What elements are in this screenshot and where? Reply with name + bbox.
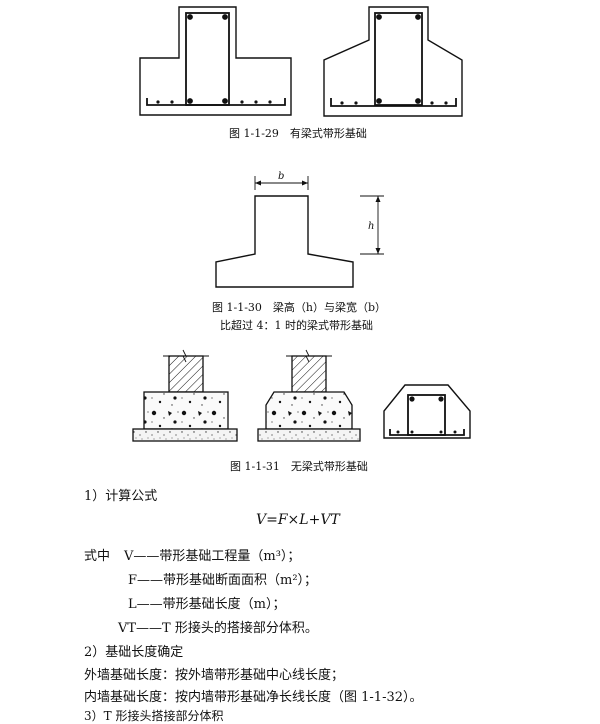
fig29-caption: 图 1-1-29 有梁式带形基础 (229, 127, 367, 140)
definition-v: V——带形基础工程量（m³）； (124, 549, 301, 564)
fig30-label-h: h (368, 221, 374, 232)
fig30-dim-b-arrows (255, 180, 308, 186)
fig30-label-b: b (278, 171, 284, 182)
fig29-right-rebar-bot-l (376, 98, 382, 104)
fig31-right-dist-bars (396, 430, 457, 434)
fig29-left-rebar-bot-l (187, 98, 193, 104)
section-1-heading: 1）计算公式 (84, 489, 158, 504)
fig29-right-rebar-top-r (415, 14, 421, 20)
fig31-left-drawing (132, 349, 238, 442)
fig31-right-outline (383, 384, 471, 439)
fig31-left-bedding (132, 428, 238, 442)
fig31-right-rebar-tr (438, 396, 444, 402)
fig30-caption-line2: 比超过 4：1 时的梁式带形基础 (220, 319, 373, 332)
fig29-right-drawing (323, 6, 463, 117)
fig29-right-bottom-bar (330, 98, 457, 107)
fig30-caption-line1: 图 1-1-30 梁高（h）与梁宽（b） (212, 301, 387, 314)
fig31-right-drawing (383, 384, 471, 439)
fig29-right-outline (323, 6, 463, 117)
figures-canvas: b h (132, 6, 471, 442)
fig29-left-rebar-top-l (187, 14, 193, 20)
inner-wall-length: 内墙基础长度：按内墙带形基础净长线长度（图 1-1-32）。 (84, 690, 423, 705)
where-prefix: 式中 (84, 549, 111, 564)
outer-wall-length: 外墙基础长度：按外墙带形基础中心线长度； (84, 668, 345, 683)
fig31-mid-drawing (257, 349, 361, 442)
fig31-mid-footing (265, 391, 353, 430)
fig29-right-dist-bars (340, 101, 448, 105)
fig30-dim-h-arrows (375, 196, 381, 254)
fig30-outline (215, 195, 354, 288)
section-2-heading: 2）基础长度确定 (84, 645, 184, 660)
fig29-left-drawing (139, 6, 292, 116)
fig31-mid-break-mark (305, 349, 310, 363)
fig29-right-beam-stirrup (374, 12, 423, 106)
formula: V=F×L+VT (256, 512, 340, 528)
fig29-left-outline (139, 6, 292, 116)
fig29-right-rebar-bot-r (415, 98, 421, 104)
definition-l: L——带形基础长度（m）； (128, 597, 286, 612)
definition-vt: VT——T 形接头的搭接部分体积。 (118, 621, 318, 636)
fig31-right-bottom-bar (389, 429, 465, 436)
fig29-left-rebar-bot-r (222, 98, 228, 104)
fig31-right-rebar-tl (409, 396, 415, 402)
fig29-left-rebar-top-r (222, 14, 228, 20)
definition-f: F——带形基础断面面积（m²）； (128, 573, 318, 588)
fig31-caption: 图 1-1-31 无梁式带形基础 (230, 460, 368, 473)
fig31-left-break-mark (182, 349, 187, 363)
fig30-drawing (215, 176, 384, 288)
fig29-left-bottom-bar (146, 98, 286, 106)
fig29-left-dist-bars (156, 100, 272, 104)
fig31-mid-bedding (257, 428, 361, 442)
fig31-left-footing (143, 391, 229, 430)
fig29-right-rebar-top-l (376, 14, 382, 20)
